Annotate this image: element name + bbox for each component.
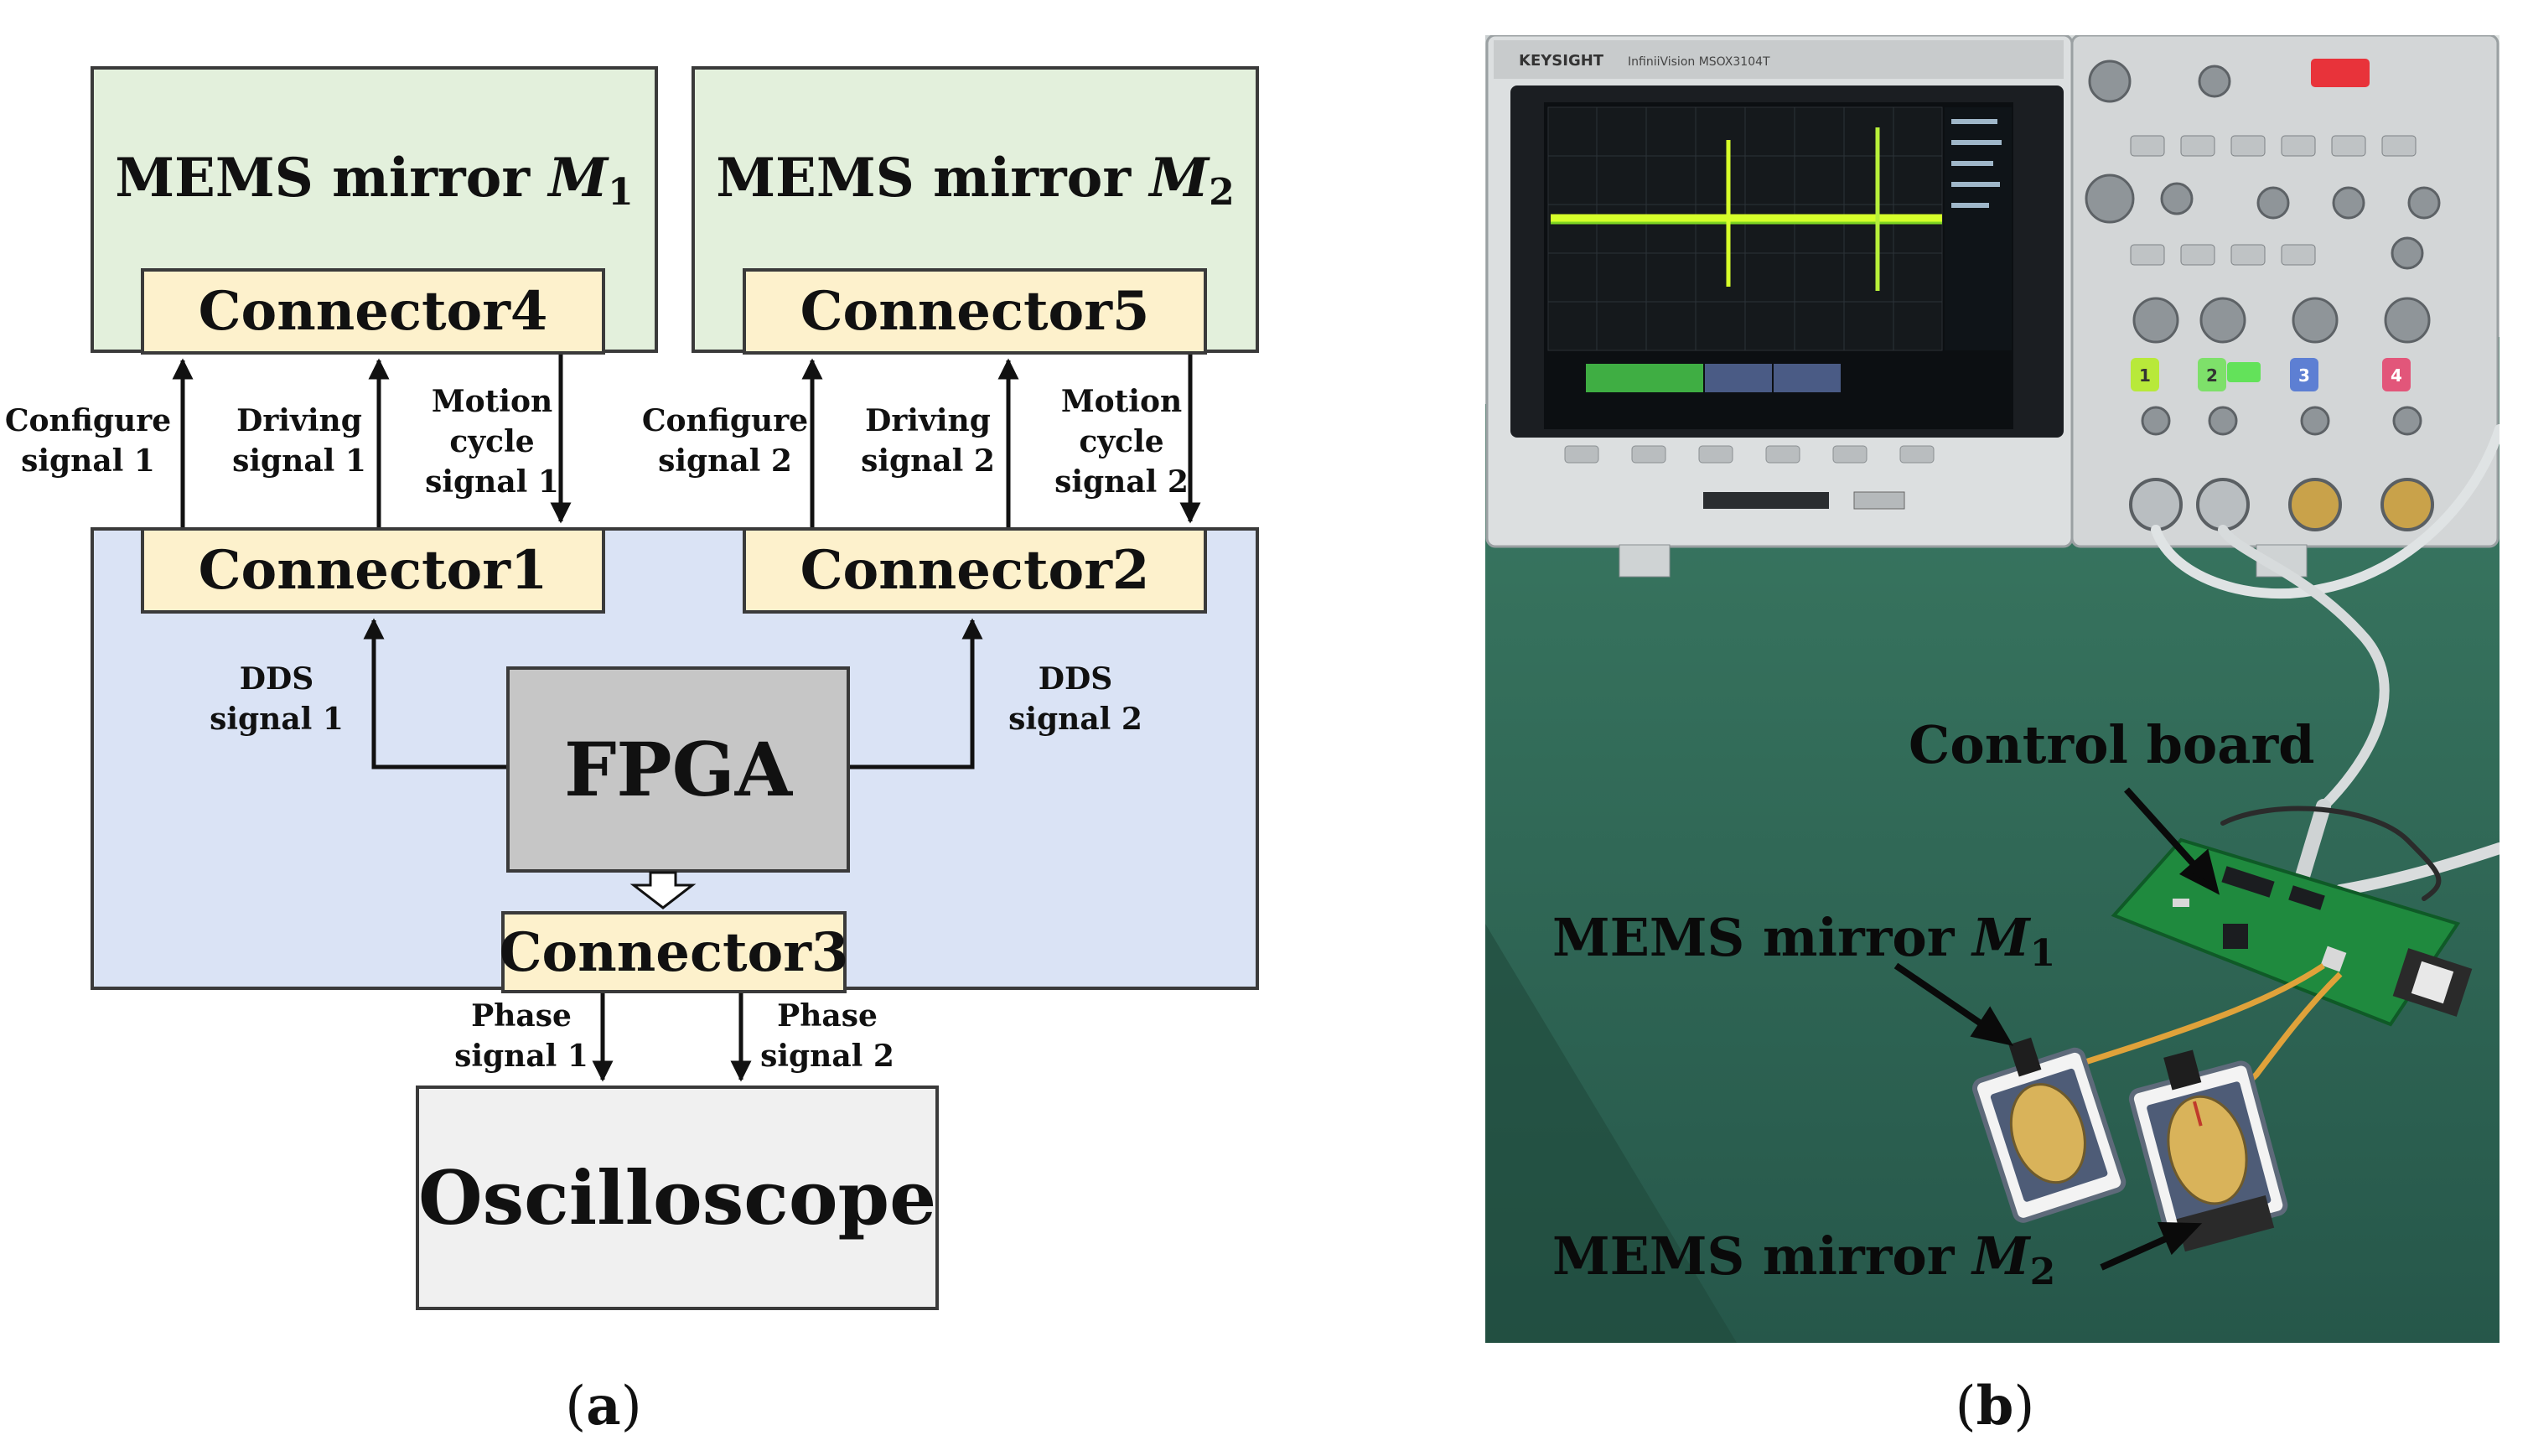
mems-mirror-m2-device <box>2128 1049 2288 1252</box>
diagram-connections <box>172 355 1201 1082</box>
connector5: Connector5 <box>743 268 1207 355</box>
oscilloscope-block: Oscilloscope <box>416 1086 939 1310</box>
connector2: Connector2 <box>743 527 1207 614</box>
caption-a: (a) <box>565 1375 642 1438</box>
dds-signal-2-arrow <box>850 618 983 769</box>
svg-text:1: 1 <box>2139 365 2151 386</box>
oscilloscope-traces <box>1551 127 1942 291</box>
control-board <box>2111 837 2473 1027</box>
channel-keys: 1 2 3 4 <box>2131 358 2411 391</box>
connector1: Connector1 <box>141 527 605 614</box>
mems-mirror-m2-title: MEMS mirror M2 <box>716 147 1235 214</box>
panel-b-photo: KEYSIGHT InfiniiVision MSOX3104T <box>1485 35 2500 1343</box>
dds-signal-1-arrow <box>363 618 506 769</box>
connector3: Connector3 <box>500 911 848 993</box>
fpga-block: FPGA <box>506 666 850 873</box>
svg-text:2: 2 <box>2206 365 2218 386</box>
oscilloscope-model: InfiniiVision MSOX3104T <box>1628 55 1770 69</box>
svg-text:4: 4 <box>2391 365 2402 386</box>
keysight-brand: KEYSIGHT <box>1519 52 1604 70</box>
mems-m1-arrow <box>1893 962 1991 1032</box>
panel-a-diagram: MEMS mirror M1 Connector4 MEMS mirror M2… <box>4 66 1259 1438</box>
connector4: Connector4 <box>141 268 605 355</box>
mems-mirror-m1-title: MEMS mirror M1 <box>115 147 634 214</box>
caption-b: (b) <box>1955 1375 2035 1438</box>
mems-mirror-m1-label: MEMS mirror M1 <box>1552 907 2056 975</box>
control-board-arrow <box>2124 787 2204 876</box>
svg-text:3: 3 <box>2298 365 2310 386</box>
setup-photo: KEYSIGHT InfiniiVision MSOX3104T <box>1485 35 2500 1343</box>
control-board-label: Control board <box>1909 714 2315 775</box>
fpga-to-connector3-arrow <box>629 871 697 909</box>
mems-mirror-m2-label: MEMS mirror M2 <box>1552 1225 2056 1293</box>
mems-m2-arrow <box>2100 1231 2178 1271</box>
oscilloscope-instrument: KEYSIGHT InfiniiVision MSOX3104T <box>1485 35 2500 578</box>
mems-mirror-m1-device <box>1971 1037 2127 1223</box>
